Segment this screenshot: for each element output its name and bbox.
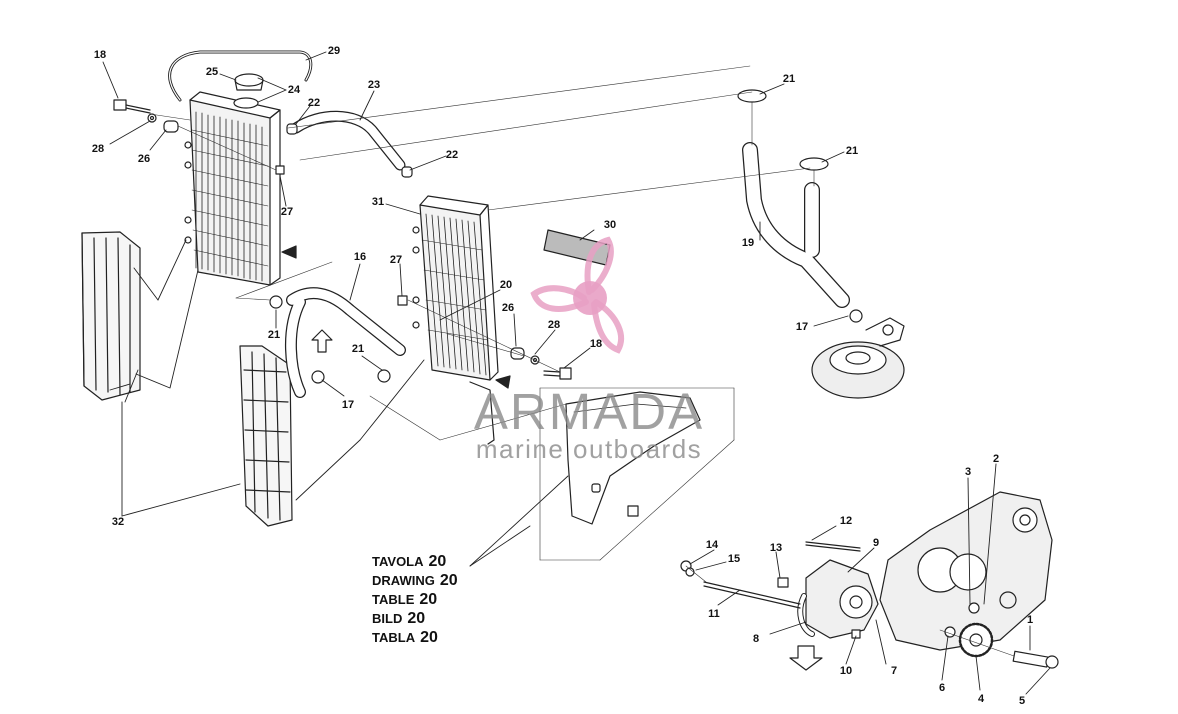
table-ref-label: TAVOLA — [372, 554, 424, 569]
callout-18-right: 18 — [590, 338, 602, 350]
cylinder-head — [811, 317, 905, 399]
propeller-logo-icon — [530, 236, 625, 354]
callout-7: 7 — [891, 665, 897, 677]
table-reference: TAVOLA 20 DRAWING 20 TABLE 20 BILD 20 TABLA 2… — [372, 552, 458, 647]
callout-31: 31 — [372, 196, 384, 208]
table-ref-number: 20 — [419, 591, 438, 608]
brand-tagline: marine outboards — [475, 434, 703, 464]
callout-9: 9 — [873, 537, 879, 549]
screw-18-left — [113, 99, 151, 114]
brand-name: ARMADA — [473, 383, 705, 440]
table-ref-row: BILD 20 — [372, 609, 458, 628]
callout-30: 30 — [604, 219, 616, 231]
callout-20: 20 — [500, 279, 512, 291]
radiator-cap — [233, 73, 264, 109]
callout-8: 8 — [753, 633, 759, 645]
table-ref-row: DRAWING 20 — [372, 571, 458, 590]
callout-15: 15 — [728, 553, 740, 565]
callout-18-left: 18 — [94, 49, 106, 61]
table-ref-number: 20 — [407, 610, 426, 627]
screw-18-right — [543, 367, 572, 380]
table-ref-label: BILD — [372, 611, 403, 626]
callout-19: 19 — [742, 237, 754, 249]
table-ref-label: TABLA — [372, 630, 416, 645]
louvre-grille-32-right — [239, 345, 293, 527]
callout-21-pipe-top: 21 — [783, 73, 795, 85]
callout-4: 4 — [978, 693, 985, 705]
callout-17-left: 17 — [342, 399, 354, 411]
callout-6: 6 — [939, 682, 945, 694]
callout-25: 25 — [206, 66, 218, 78]
callout-21-hose-top: 21 — [268, 329, 280, 341]
right-radiator — [412, 195, 499, 445]
table-ref-row: TABLE 20 — [372, 590, 458, 609]
callout-17-right: 17 — [796, 321, 808, 333]
side-cover — [565, 391, 701, 525]
water-pump-8 — [797, 559, 879, 639]
hose-23 — [290, 110, 406, 171]
callout-14: 14 — [706, 539, 719, 551]
gear-4 — [958, 622, 994, 658]
callout-28-left: 28 — [92, 143, 104, 155]
callout-13: 13 — [770, 542, 782, 554]
callout-26-right: 26 — [502, 302, 514, 314]
table-ref-row: TAVOLA 20 — [372, 552, 458, 571]
table-ref-label: TABLE — [372, 592, 415, 607]
hose-16 — [285, 287, 406, 398]
callout-12: 12 — [840, 515, 852, 527]
callout-1: 1 — [1027, 614, 1033, 626]
callout-10: 10 — [840, 665, 852, 677]
callout-24: 24 — [288, 84, 301, 96]
table-ref-number: 20 — [439, 572, 458, 589]
table-ref-row: TABLA 20 — [372, 628, 458, 647]
callout-21-hose-bottom: 21 — [352, 343, 364, 355]
callout-29: 29 — [328, 45, 340, 57]
table-ref-number: 20 — [428, 553, 447, 570]
callout-23: 23 — [368, 79, 380, 91]
callout-22-mid: 22 — [446, 149, 458, 161]
callout-32: 32 — [112, 516, 124, 528]
callout-3: 3 — [965, 466, 971, 478]
callout-5: 5 — [1019, 695, 1025, 707]
callout-2: 2 — [993, 453, 999, 465]
brand-watermark: ARMADA marine outboards — [438, 384, 740, 480]
table-ref-label: DRAWING — [372, 573, 435, 588]
water-pipe-19 — [742, 142, 850, 308]
left-radiator — [184, 91, 281, 286]
callout-27-left: 27 — [281, 206, 293, 218]
callout-22-top: 22 — [308, 97, 320, 109]
callout-28-right: 28 — [548, 319, 560, 331]
table-ref-number: 20 — [420, 629, 438, 646]
louvre-grille-32-left — [81, 231, 141, 401]
callout-26-left: 26 — [138, 153, 150, 165]
overflow-hose-29 — [168, 50, 313, 102]
callout-16: 16 — [354, 251, 366, 263]
callout-11: 11 — [708, 608, 720, 620]
engine-crankcase — [879, 491, 1053, 651]
callout-21-pipe-bottom: 21 — [846, 145, 858, 157]
callout-27-right: 27 — [390, 254, 402, 266]
shaft-1 — [1012, 650, 1050, 668]
